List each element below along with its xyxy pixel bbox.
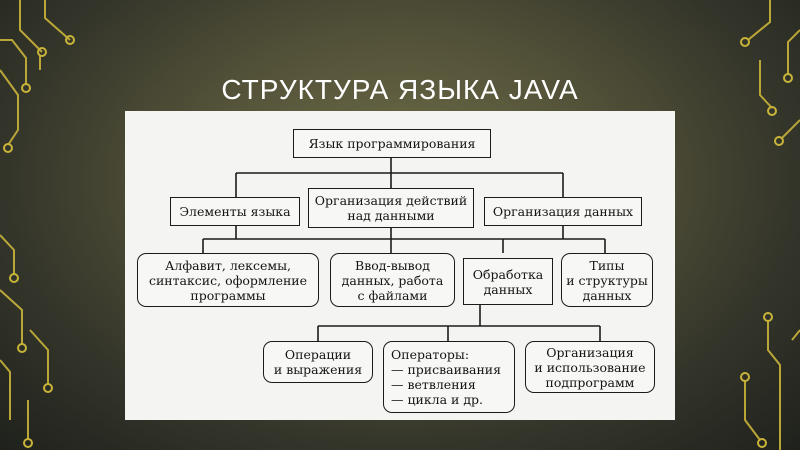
processing-box: Обработка данных [463, 258, 553, 305]
alphabet-box: Алфавит, лексемы, синтаксис, оформление … [137, 253, 319, 307]
operations-box: Операции и выражения [263, 341, 373, 383]
data-organization-box: Организация данных [484, 197, 642, 226]
io-box: Ввод-вывод данных, работа с файлами [330, 253, 455, 307]
root-box: Язык программирования [293, 129, 491, 158]
diagram-panel: Язык программирования Элементы языка Орг… [125, 111, 675, 420]
connector-lines [202, 158, 606, 341]
elements-box: Элементы языка [170, 197, 300, 226]
actions-box: Организация действий над данными [308, 188, 474, 228]
slide-title: СТРУКТУРА ЯЗЫКА JAVA [221, 74, 579, 105]
statements-box: Операторы: — присваивания — ветвления — … [383, 341, 515, 413]
types-box: Типы и структуры данных [561, 253, 653, 307]
subprograms-box: Организация и использование подпрограмм [525, 341, 655, 393]
